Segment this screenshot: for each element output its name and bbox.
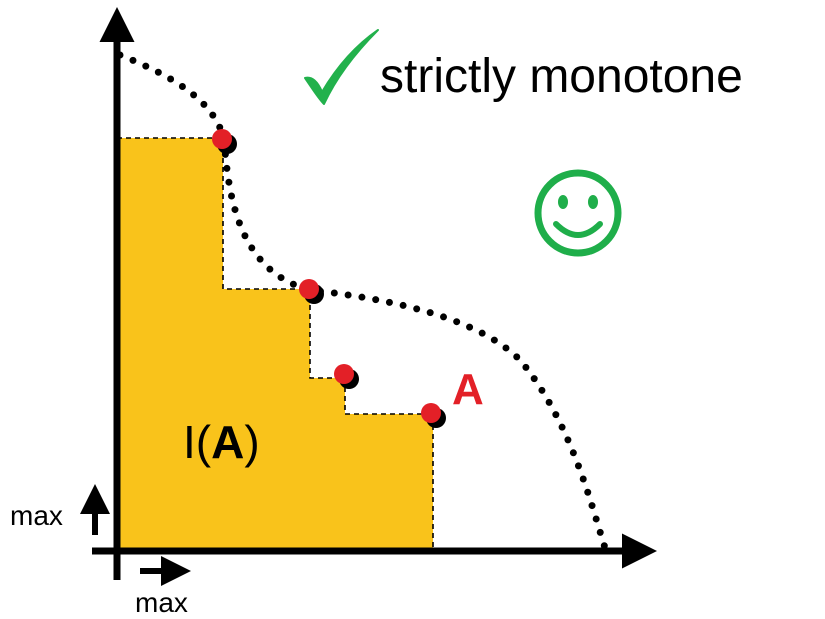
pareto-point <box>334 364 359 389</box>
pareto-point <box>299 279 324 304</box>
smiley-face-icon <box>534 169 622 257</box>
y-max-label: max <box>10 500 63 531</box>
checkmark-icon <box>304 29 379 105</box>
point-a-label: A <box>452 365 484 414</box>
region-ia <box>117 138 433 551</box>
x-max-label: max <box>135 587 188 618</box>
point-a <box>421 403 446 428</box>
region-label-suffix: ) <box>244 416 259 468</box>
region-label-prefix: I( <box>183 416 212 468</box>
region-label: I(A) <box>183 416 260 468</box>
strictly-monotone-label: strictly monotone <box>380 50 743 103</box>
region-label-bold: A <box>211 416 244 468</box>
staircase-outline <box>117 137 434 551</box>
pareto-point <box>212 129 237 154</box>
